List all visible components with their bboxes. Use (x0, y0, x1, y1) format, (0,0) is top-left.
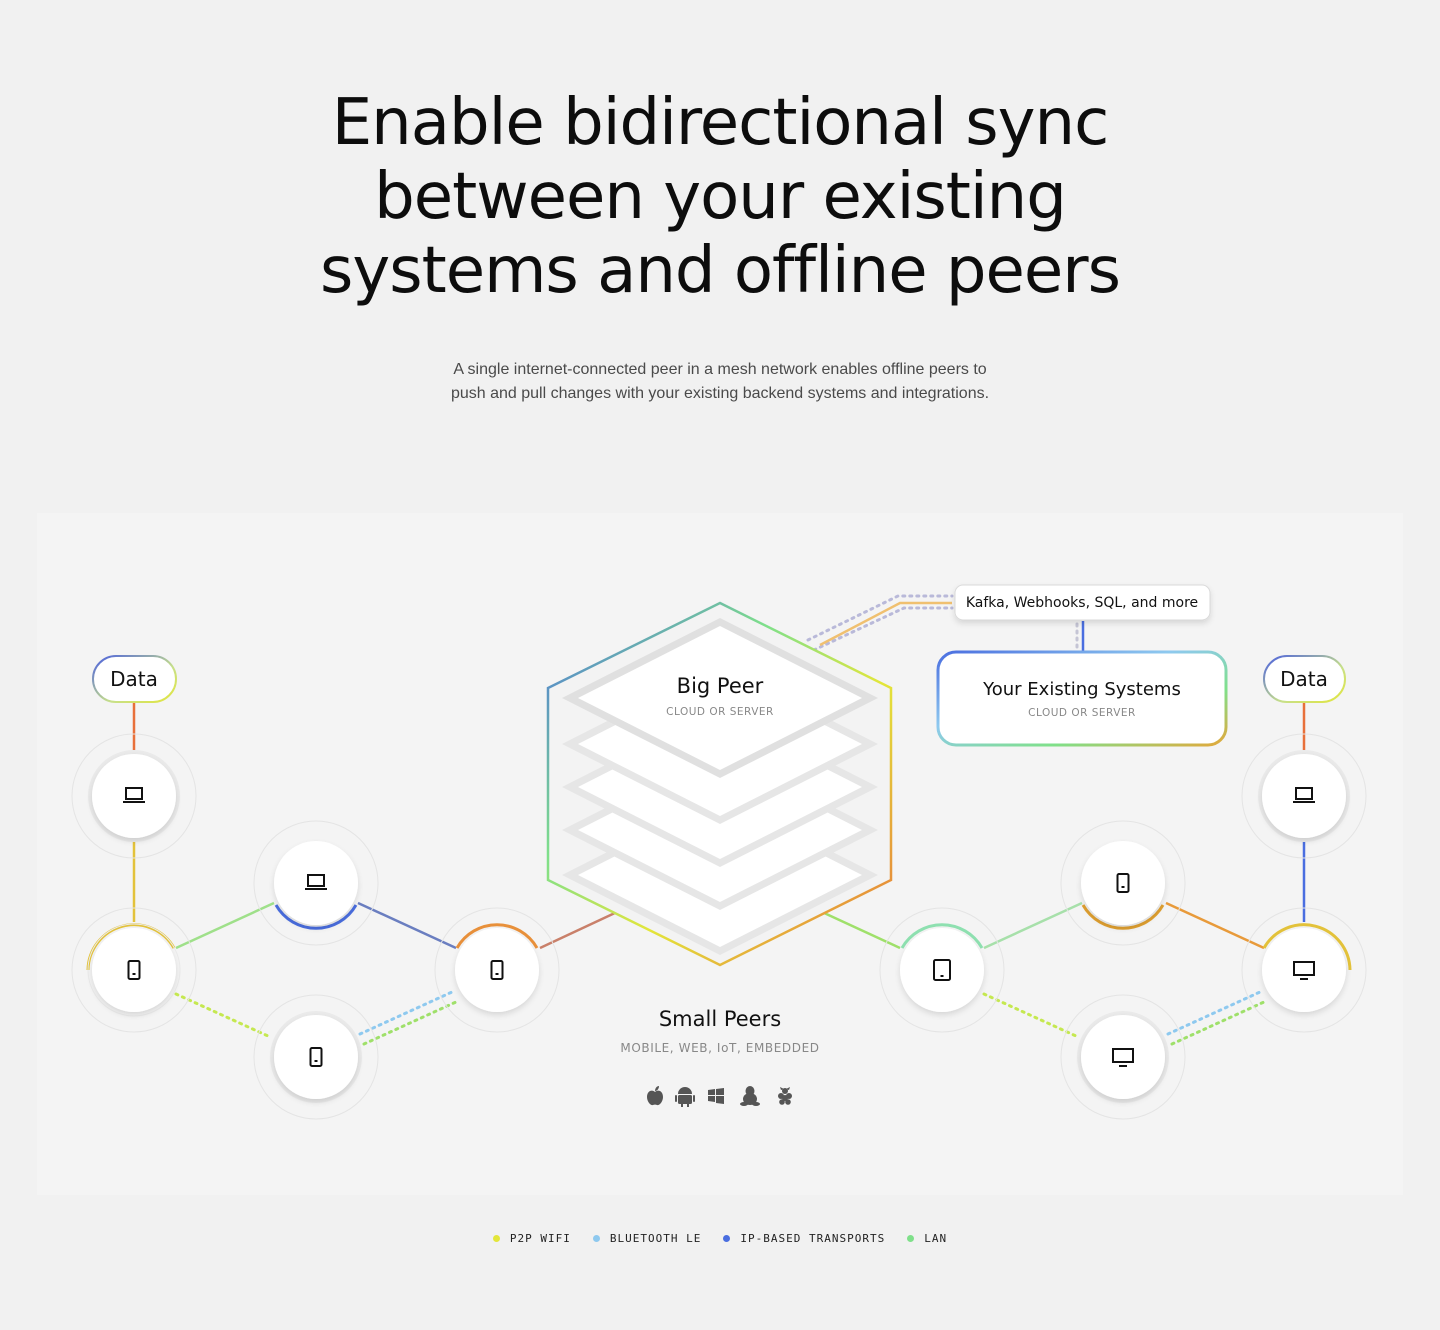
link-bluetooth (1166, 990, 1262, 1036)
sync-diagram-panel: Big Peer CLOUD OR SERVER Kafka, Webhooks… (37, 513, 1403, 1195)
link-lan (1165, 901, 1265, 950)
link-ip (357, 901, 457, 950)
linux-icon (740, 1086, 760, 1106)
legend-dot (492, 1235, 500, 1242)
android-icon (675, 1087, 695, 1107)
legend-dot (592, 1235, 600, 1242)
peer-node-monitor (1060, 994, 1186, 1120)
hero-title-line: systems and offline peers (320, 234, 1121, 308)
phone-icon (309, 1047, 323, 1067)
phone-icon (1116, 873, 1130, 893)
hero-title-line: Enable bidirectional sync (331, 86, 1110, 160)
hero-subtitle-line: A single internet-connected peer in a me… (453, 361, 987, 378)
phone-icon (490, 960, 504, 980)
data-label-left: Data (110, 667, 158, 691)
transport-legend: P2P WIFI BLUETOOTH LE IP-BASED TRANSPORT… (0, 1232, 1440, 1245)
link-lan (821, 910, 901, 950)
monitor-icon (1112, 1048, 1134, 1067)
legend-label: IP-BASED TRANSPORTS (740, 1232, 886, 1245)
legend-item-bluetooth-le: BLUETOOTH LE (592, 1232, 702, 1245)
peer-node-phone (71, 907, 197, 1033)
sync-diagram: Big Peer CLOUD OR SERVER Kafka, Webhooks… (71, 584, 1367, 1120)
data-pill-right (1263, 655, 1346, 703)
legend-dot (907, 1235, 915, 1242)
peer-node-phone (1060, 820, 1186, 946)
wireless-links (174, 594, 1266, 1046)
platform-icons (647, 1086, 792, 1107)
link-lan (983, 901, 1083, 950)
monitor-icon (1293, 961, 1315, 980)
peer-node-phone (253, 994, 379, 1120)
existing-systems-subtitle: CLOUD OR SERVER (1028, 707, 1136, 719)
legend-label: P2P WIFI (509, 1232, 571, 1245)
legend-item-p2p-wifi: P2P WIFI (492, 1232, 571, 1245)
peer-node-laptop (253, 820, 379, 946)
data-pill-left (92, 655, 177, 703)
link-lan (175, 901, 275, 950)
tablet-icon (933, 959, 951, 981)
peer-node-laptop (71, 733, 197, 859)
peer-node-phone (434, 907, 560, 1033)
link-p2p (982, 992, 1078, 1038)
big-peer-title: Big Peer (677, 674, 764, 698)
laptop-icon (1293, 787, 1315, 803)
link-ip (819, 601, 952, 647)
link-bluetooth (812, 606, 954, 652)
phone-icon (127, 960, 141, 980)
hero-subtitle: A single internet-connected peer in a me… (400, 358, 1040, 406)
link-p2p (806, 594, 954, 642)
peer-node-monitor (1241, 907, 1367, 1033)
legend-label: LAN (924, 1232, 948, 1245)
windows-icon (708, 1088, 724, 1104)
hero-title-line: between your existing (374, 160, 1067, 234)
small-peers-title: Small Peers (659, 1007, 781, 1031)
link-lan (539, 910, 618, 950)
link-p2p (362, 1000, 458, 1046)
legend-item-ip-based-transports: IP-BASED TRANSPORTS (723, 1232, 885, 1245)
peer-node-tablet (879, 907, 1005, 1033)
apple-icon (647, 1086, 663, 1106)
legend-dot (723, 1235, 731, 1242)
integrations-label: Kafka, Webhooks, SQL, and more (966, 595, 1198, 611)
hero-subtitle-line: push and pull changes with your existing… (450, 385, 990, 402)
legend-label: BLUETOOTH LE (609, 1232, 702, 1245)
connection-lines (132, 621, 1306, 950)
peer-node-laptop (1241, 733, 1367, 859)
legend-item-lan: LAN (907, 1232, 947, 1245)
existing-systems-title: Your Existing Systems (982, 679, 1181, 700)
link-p2p (174, 992, 270, 1038)
big-peer-stack (562, 618, 878, 955)
integrations-pill (954, 584, 1211, 621)
link-bluetooth (358, 990, 454, 1036)
small-peers-subtitle: MOBILE, WEB, IoT, EMBEDDED (620, 1041, 819, 1055)
raspberry-pi-icon (778, 1087, 792, 1105)
link-p2p (1170, 1000, 1266, 1046)
existing-systems-box (936, 650, 1228, 747)
big-peer-subtitle: CLOUD OR SERVER (666, 706, 774, 718)
laptop-icon (305, 874, 327, 890)
hero-title: Enable bidirectional sync between your e… (0, 86, 1440, 308)
data-label-right: Data (1280, 667, 1328, 691)
laptop-icon (123, 787, 145, 803)
